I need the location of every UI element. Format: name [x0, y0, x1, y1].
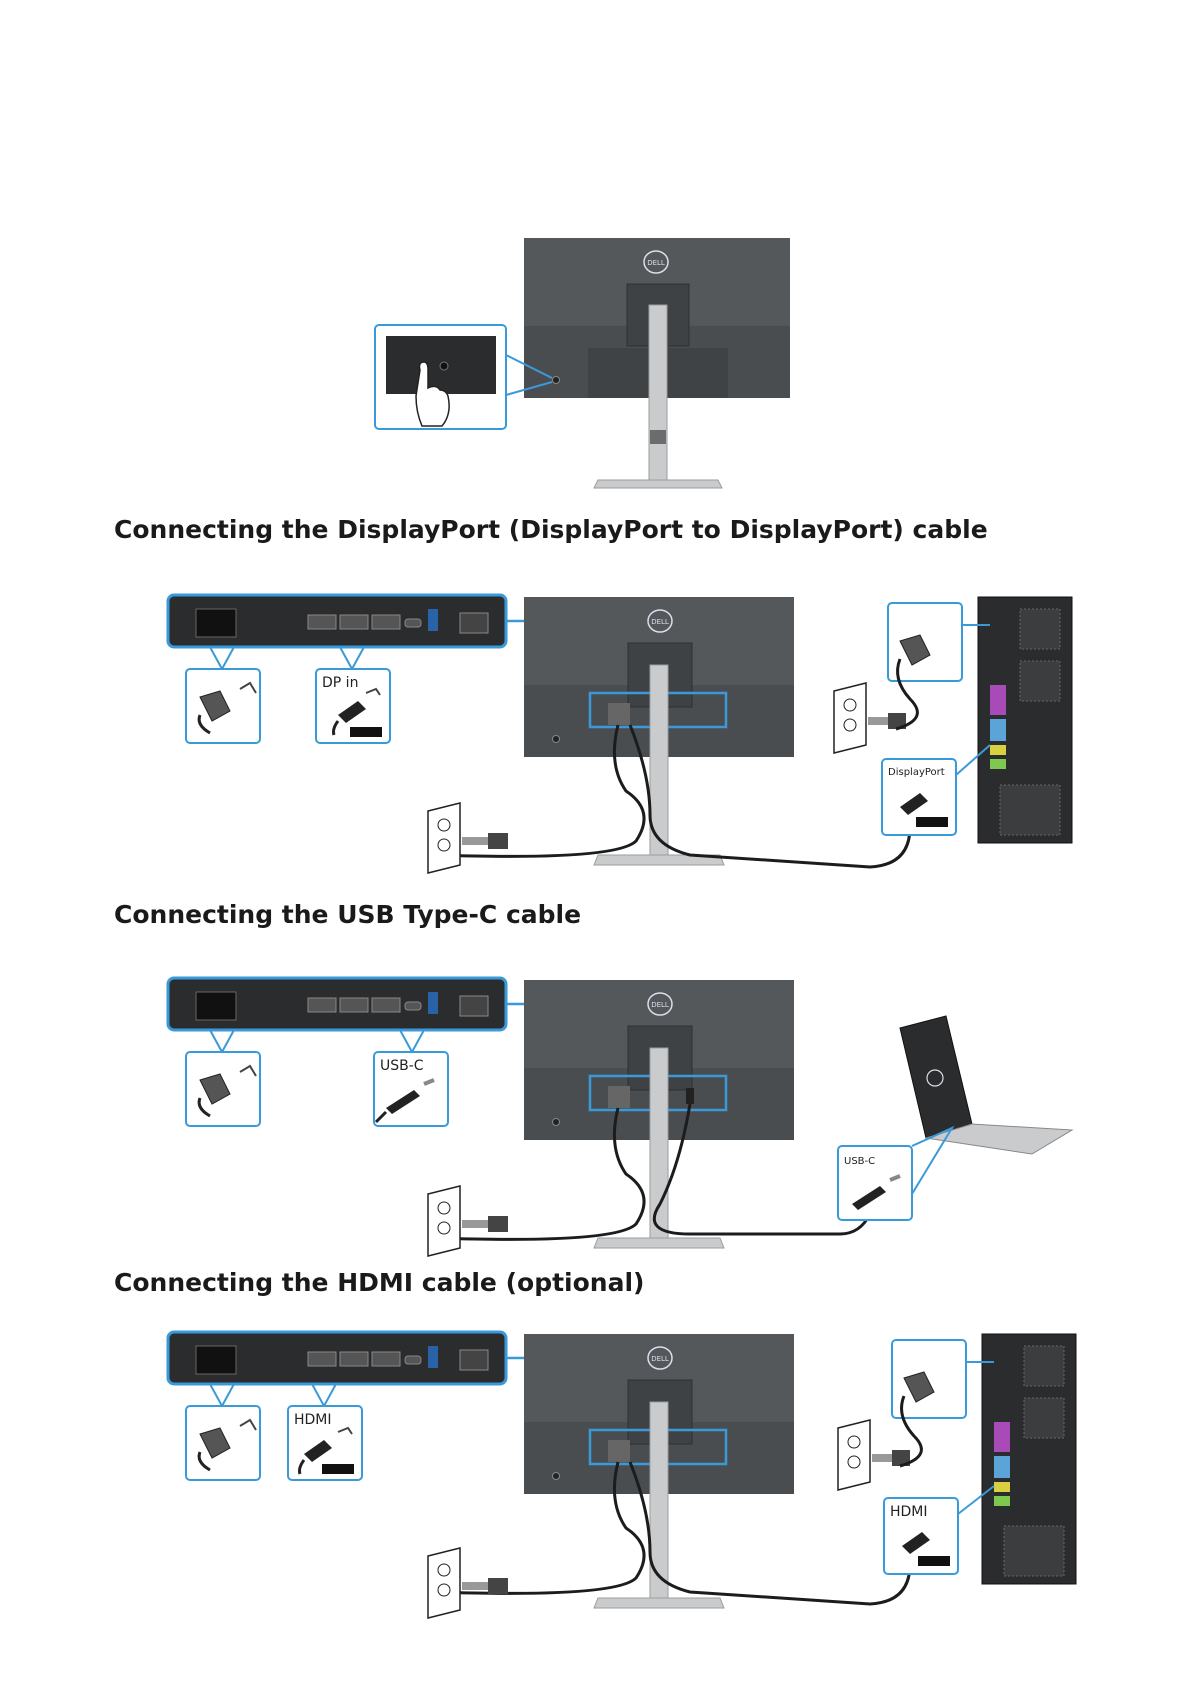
usb-c-connection-diagram: USB-C DELL USB-C [0, 968, 1191, 1258]
power-button-figure: DELL [0, 230, 1191, 490]
hdmi-connection-diagram: HDMI DELL HDMI [0, 1322, 1191, 1622]
wall-outlet-icon [428, 803, 508, 873]
svg-text:DELL: DELL [651, 618, 669, 626]
source-port-label: USB-C [844, 1156, 875, 1167]
svg-text:DELL: DELL [647, 259, 665, 267]
svg-text:DELL: DELL [651, 1001, 669, 1009]
wall-outlet-icon [834, 683, 906, 753]
wall-outlet-icon [428, 1186, 508, 1256]
section-heading-hdmi: Connecting the HDMI cable (optional) [114, 1268, 644, 1297]
computer-tower-icon [982, 1334, 1076, 1584]
laptop-icon [900, 1016, 1072, 1154]
wall-outlet-icon [838, 1420, 910, 1490]
computer-tower-icon [978, 597, 1072, 843]
svg-text:DELL: DELL [651, 1355, 669, 1363]
section-heading-usb-c: Connecting the USB Type-C cable [114, 900, 581, 929]
monitor-stand [650, 1048, 668, 1240]
source-port-label: DisplayPort [888, 767, 945, 778]
section-heading-displayport: Connecting the DisplayPort (DisplayPort … [114, 515, 988, 544]
source-port-label: HDMI [890, 1504, 928, 1520]
power-button-icon [553, 377, 560, 384]
monitor-port-label: USB-C [380, 1058, 424, 1074]
wall-outlet-icon [428, 1548, 508, 1618]
monitor-port-label: DP in [322, 675, 358, 691]
monitor-port-label: HDMI [294, 1412, 332, 1428]
monitor-stand [649, 305, 667, 485]
displayport-connection-diagram: DP in DELL [0, 585, 1191, 875]
